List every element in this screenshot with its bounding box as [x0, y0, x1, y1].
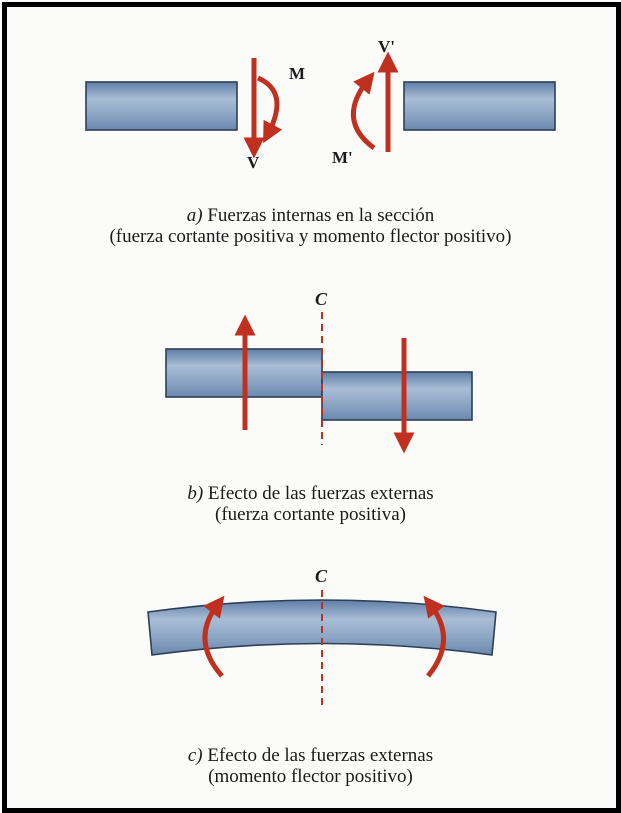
beam-left-segment — [85, 81, 238, 131]
label-m-prime: M' — [332, 148, 353, 167]
part-c-diagram: C — [147, 566, 497, 708]
left-moment-arrow — [202, 595, 225, 678]
caption-b-line1: b) Efecto de las fuerzas externas — [187, 483, 434, 504]
label-v-prime: V' — [378, 37, 395, 56]
caption-a-line2: (fuerza cortante positiva y momento flec… — [109, 226, 512, 247]
caption-a-line1: a) Fuerzas internas en la sección — [186, 205, 435, 226]
beam-b-right — [321, 371, 473, 421]
caption-c-line2: (momento flector positivo) — [208, 766, 413, 787]
caption-c-line1: c) Efecto de las fuerzas externas — [187, 745, 434, 766]
caption-b-line2: (fuerza cortante positiva) — [215, 504, 406, 525]
moment-m-arrow — [256, 75, 283, 144]
moment-m-prime-arrow — [351, 71, 376, 151]
label-v: V — [247, 153, 260, 172]
caption-b: b) Efecto de las fuerzas externas (fuerz… — [0, 483, 621, 525]
part-a-diagram: V M V' M' — [85, 37, 556, 172]
label-m: M — [289, 64, 305, 83]
caption-a: a) Fuerzas internas en la sección (fuerz… — [0, 205, 621, 247]
caption-c: c) Efecto de las fuerzas externas (momen… — [0, 745, 621, 787]
beam-right-segment — [403, 81, 556, 131]
right-moment-arrow — [423, 595, 446, 678]
label-c-b: C — [315, 289, 328, 309]
part-b-diagram: C — [165, 289, 473, 454]
label-c-c: C — [315, 566, 328, 586]
